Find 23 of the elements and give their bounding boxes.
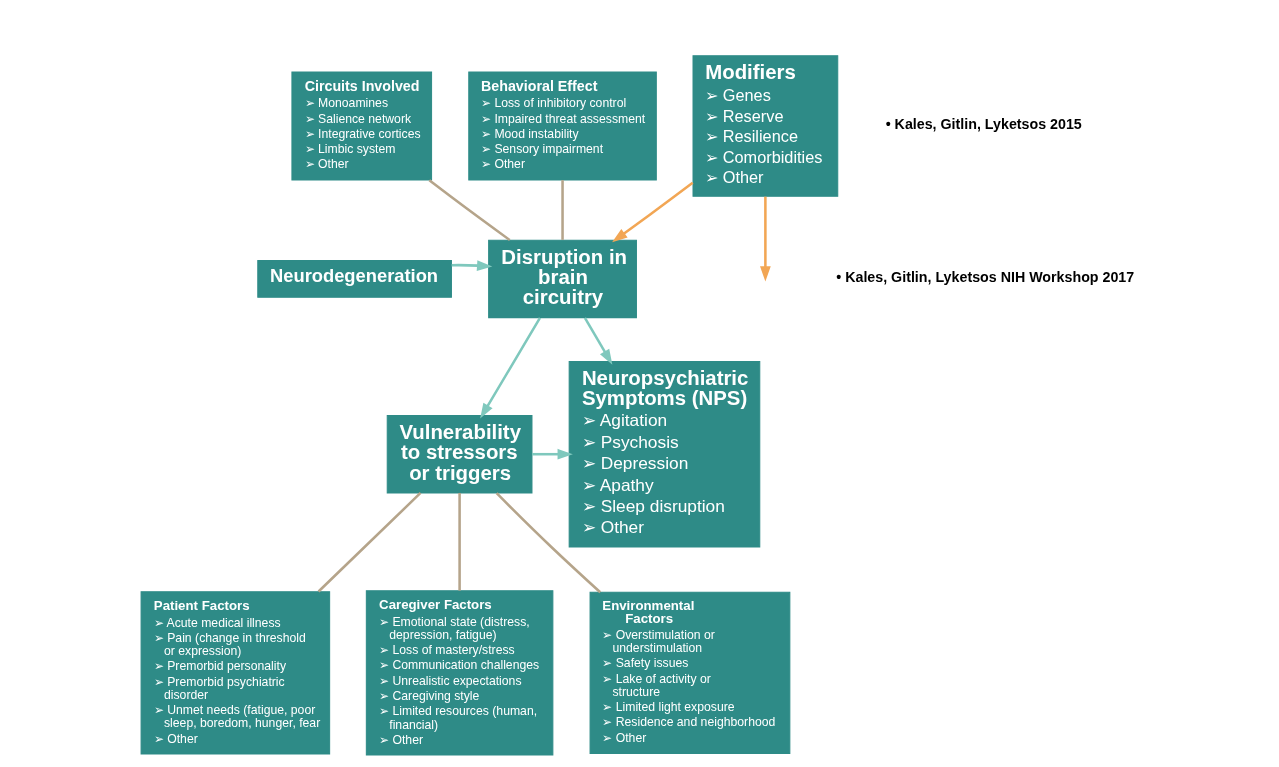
arrow xyxy=(451,260,493,271)
arrow xyxy=(583,317,613,365)
connector xyxy=(458,492,461,591)
arrow xyxy=(480,317,542,419)
connector xyxy=(428,179,511,242)
node-box: Neuropsychiatric Symptoms (NPS) ➢ Agitation ➢ Psychosis ➢ Depression ➢ Apathy ➢ Sleep disruption ➢ Other xyxy=(568,360,761,548)
connector xyxy=(495,492,602,594)
node-box: Caregiver Factors ➢ Emotional state (distress, depression, fatigue) ➢ Loss of mastery/stress ➢ Communication challenges ➢ Unrealistic expectations ➢ Caregiving style ➢ Limited resources (human, financial) ➢ Other xyxy=(365,590,554,756)
node-box: Circuits Involved ➢ Monoamines ➢ Salience network ➢ Integrative cortices ➢ Limbic system ➢ Other xyxy=(291,71,433,181)
node-box: Environmental Factors ➢ Overstimulation or understimulation ➢ Safety issues ➢ Lake of activity or structure ➢ Limited light exposure ➢ Residence and neighborhood ➢ Other xyxy=(589,591,791,754)
arrow xyxy=(760,196,771,282)
label: • Kales, Gitlin, Lyketsos NIH Workshop 2017 xyxy=(836,268,1135,285)
node-box: Disruption in brain circuitry xyxy=(488,239,637,319)
arrow xyxy=(532,448,573,460)
node-box: Modifiers ➢ Genes ➢ Reserve ➢ Resilience ➢ Comorbidities ➢ Other xyxy=(692,55,839,197)
arrow xyxy=(612,181,694,243)
node-box: Vulnerability to stressors or triggers xyxy=(386,414,533,494)
label: • Kales, Gitlin, Lyketsos 2015 xyxy=(885,115,1082,132)
node-box: Patient Factors ➢ Acute medical illness ➢ Pain (change in threshold or expression) ➢ Premorbid personality ➢ Premorbid psychiatric disorder ➢ Unmet needs (fatigue, poor sleep, boredom, hunger, fear ➢ Other xyxy=(140,591,331,755)
node-box: Behavioral Effect ➢ Loss of inhibitory control ➢ Impaired threat assessment ➢ Mood instability ➢ Sensory impairment ➢ Other xyxy=(468,71,657,181)
connector xyxy=(561,180,564,240)
connector xyxy=(317,492,422,593)
node-box: Neurodegeneration xyxy=(257,260,452,298)
